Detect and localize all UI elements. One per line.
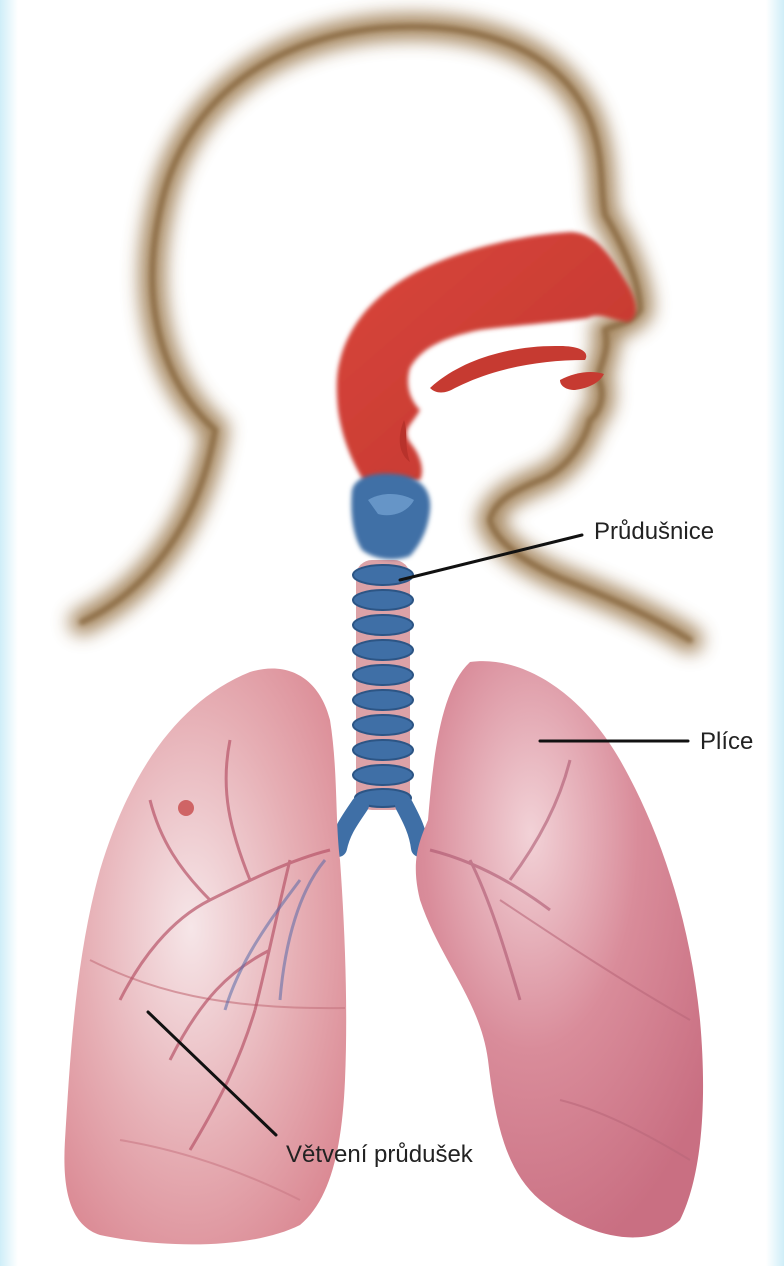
label-trachea: Průdušnice	[594, 518, 714, 546]
trachea	[338, 474, 430, 848]
label-lungs: Plíce	[700, 728, 753, 756]
label-bronchial-branching: Větvení průdušek	[286, 1141, 473, 1169]
